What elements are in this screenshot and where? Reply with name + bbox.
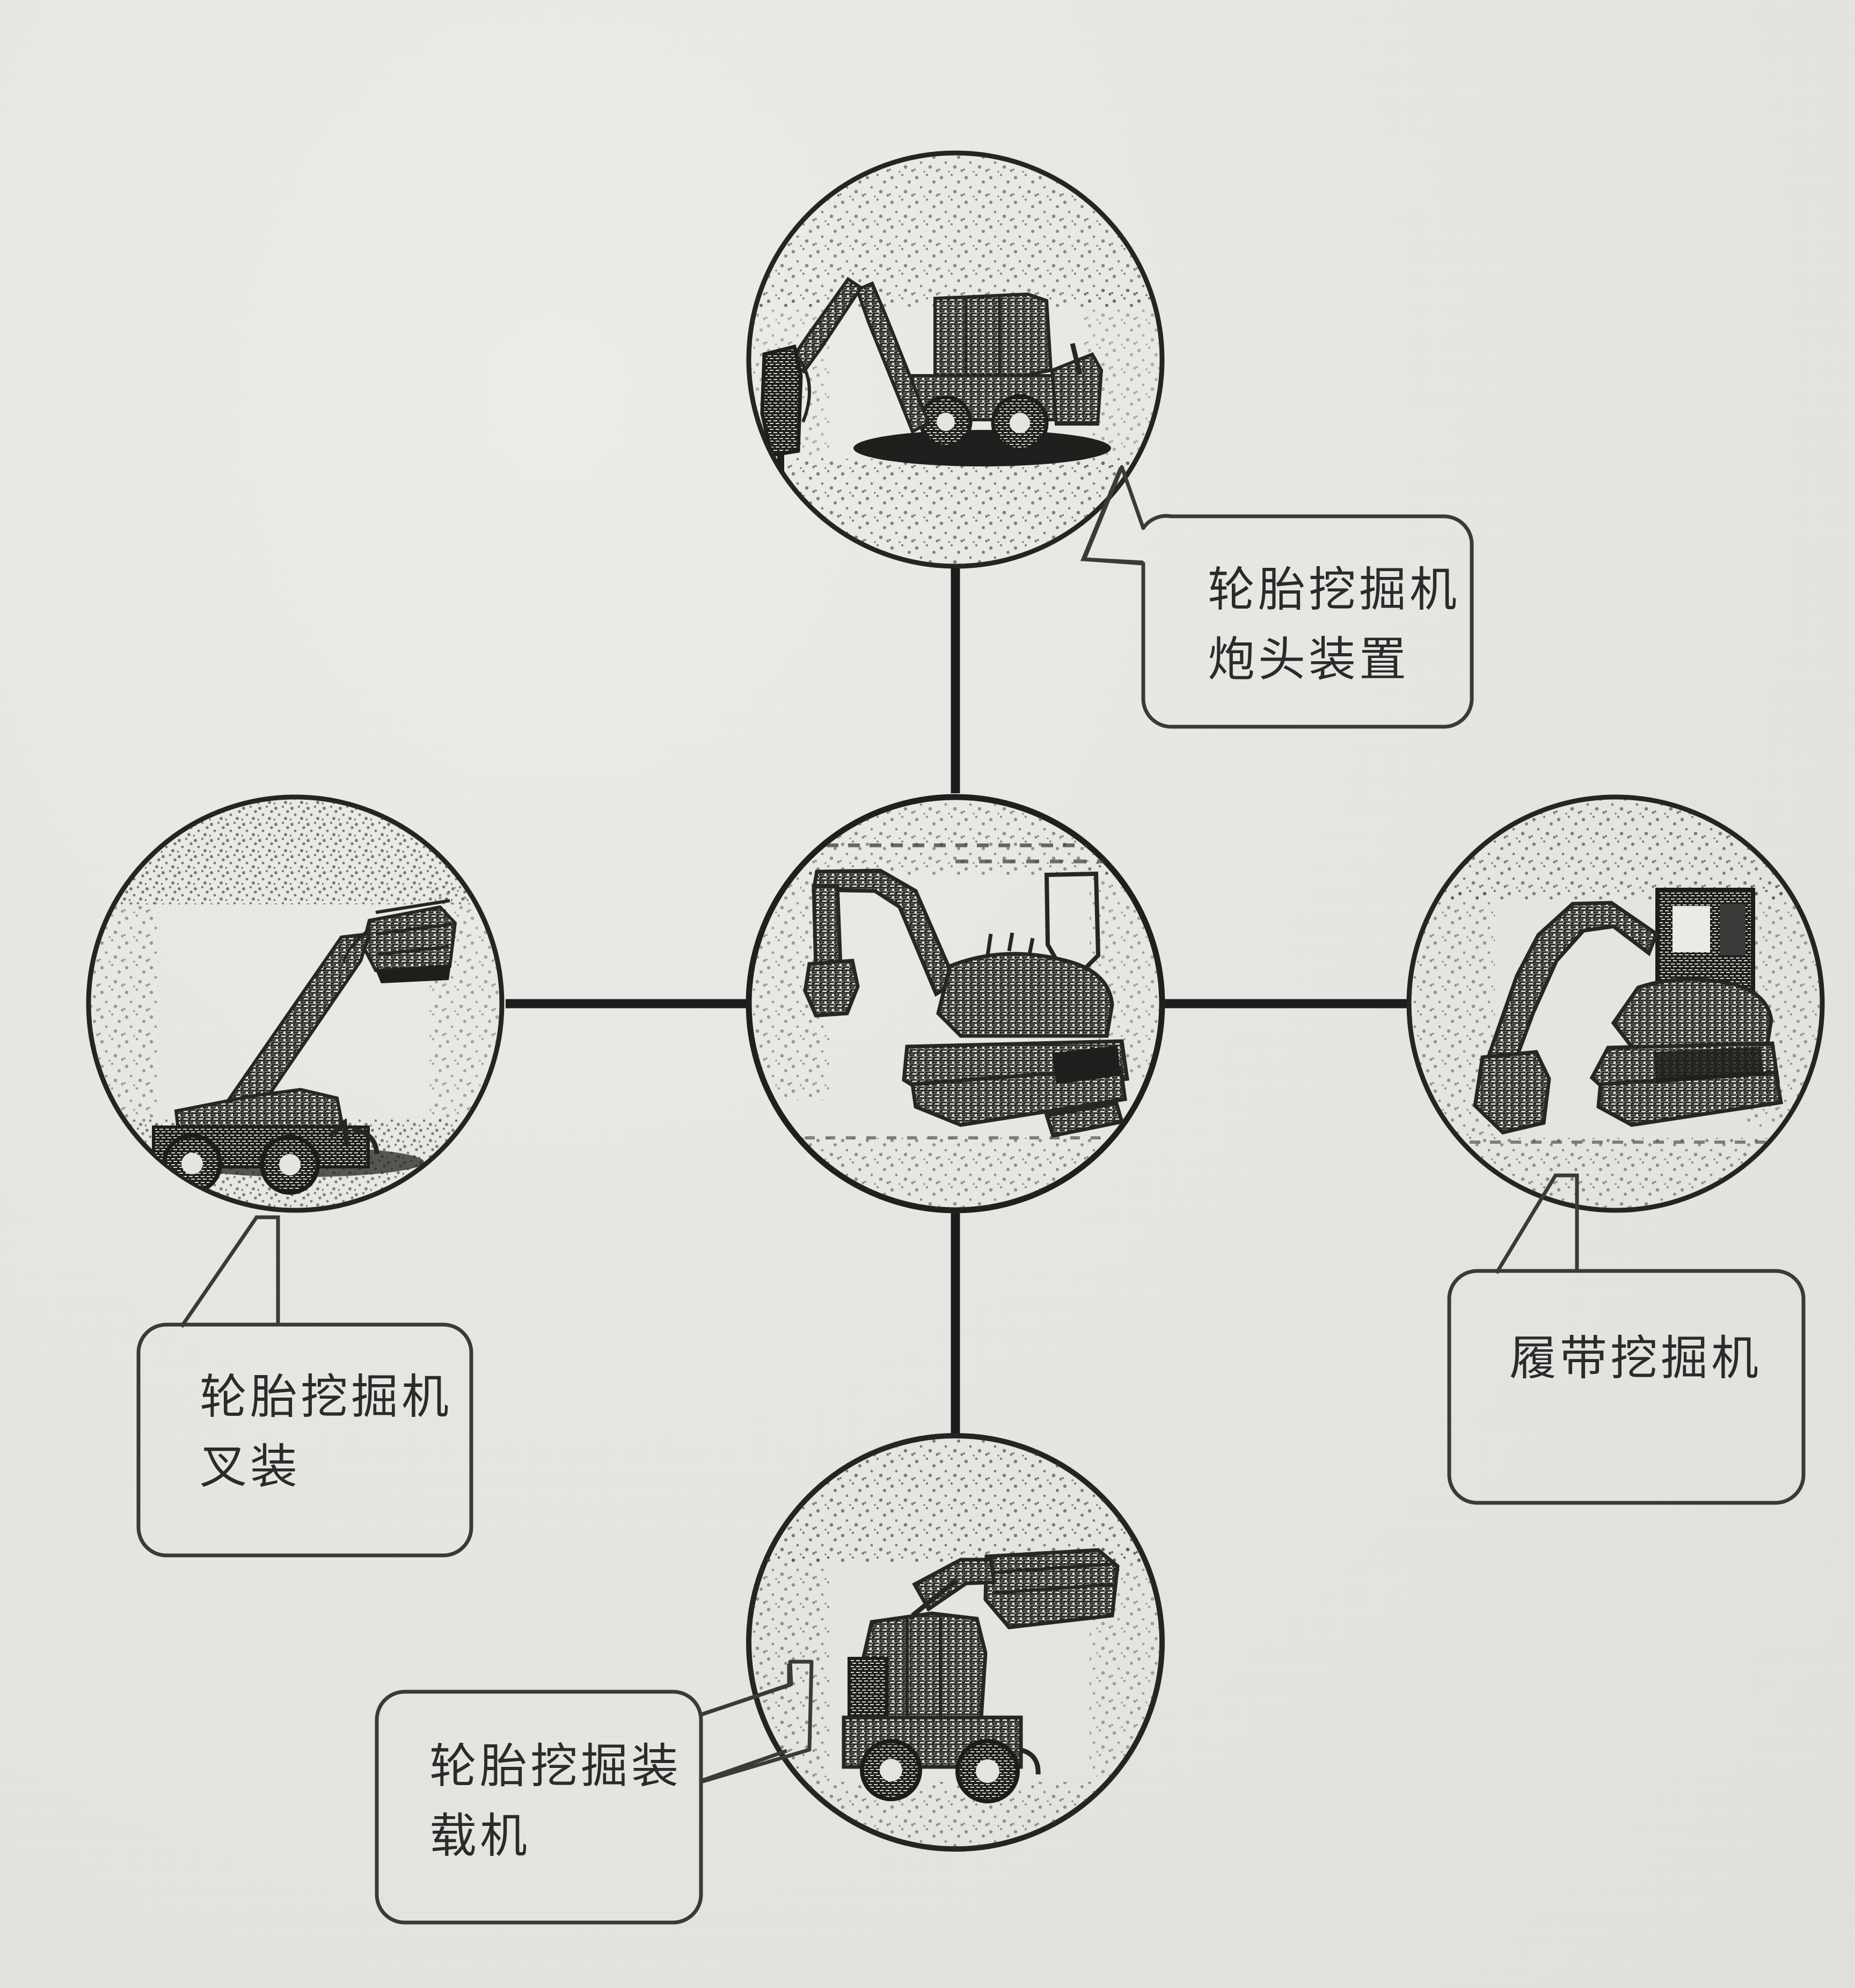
callout-label-left: 轮胎挖掘机 叉装	[200, 1372, 452, 1494]
callout-wheeled-excavator-breaker[interactable]	[1080, 465, 1474, 729]
node-tracked-excavator[interactable]	[1406, 794, 1825, 1213]
center-node[interactable]	[746, 794, 1165, 1214]
node-wheeled-excavator-fork[interactable]	[86, 794, 505, 1213]
node-wheeled-backhoe-loader[interactable]	[746, 1433, 1165, 1852]
connector-group	[506, 568, 1407, 1437]
node-wheeled-excavator-breaker[interactable]	[746, 150, 1165, 569]
callout-label-right: 履带挖掘机	[1509, 1333, 1762, 1385]
callout-label-bottom: 轮胎挖掘装 载机	[429, 1741, 682, 1863]
callout-wheeled-excavator-fork[interactable]	[136, 1215, 473, 1558]
callout-label-top: 轮胎挖掘机 炮头装置	[1208, 565, 1460, 687]
callout-wheeled-backhoe-loader[interactable]	[375, 1660, 814, 1925]
callout-tracked-excavator[interactable]	[1447, 1173, 1806, 1505]
